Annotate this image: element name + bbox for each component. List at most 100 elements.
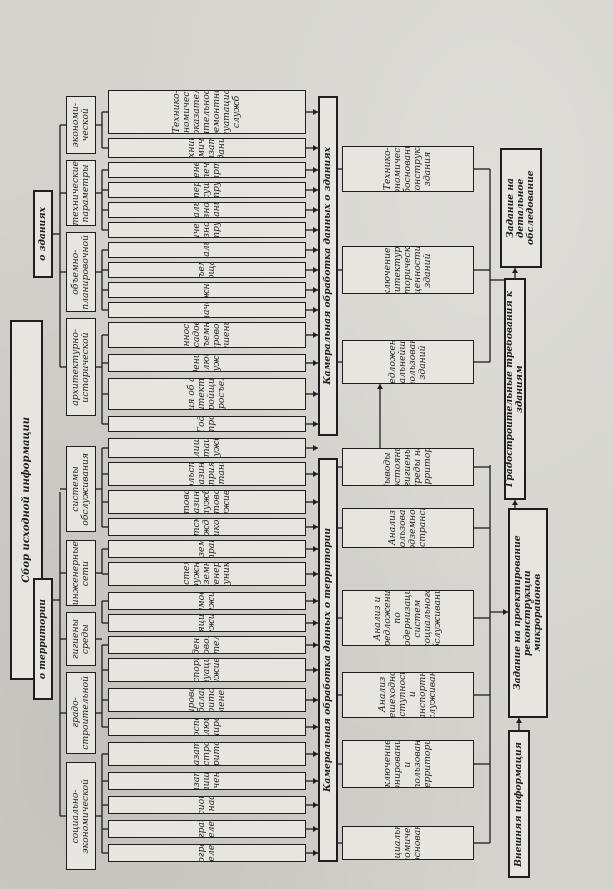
building-item: Ценность фасадов и объемно- планировочно…	[108, 322, 306, 348]
external-info-box: Внешняя информация	[508, 730, 530, 878]
design-task-label: Задание на проектирование реконструкции …	[512, 535, 543, 691]
building-item: Технико-экономические показатели деятель…	[108, 90, 306, 134]
territory-item-label: Сведения о новом строительстве	[191, 636, 222, 654]
territory-item: Показатели благоустройства территории	[108, 742, 306, 766]
territory-item: Детские учреждения и школы	[108, 518, 306, 536]
bar-territory: Камеральная обработка данных о территори…	[318, 458, 338, 862]
territory-item-label: Промтоварные магазины и служба бытового …	[181, 490, 232, 514]
territory-item: Подземное пространство	[108, 540, 306, 558]
territory-analysis: Анализ и предложения по модернизации сис…	[342, 590, 474, 646]
category-technical-parameters: технические параметры	[66, 160, 96, 226]
territory-item-label: Продовольственные магазины и предприятия…	[186, 462, 227, 486]
building-item: Год постройки	[108, 416, 306, 432]
territory-item: Миграция населения	[108, 820, 306, 838]
territory-analysis-label: Анализ использования подземного простран…	[387, 508, 428, 548]
territory-item-label: Демография населения	[196, 845, 217, 861]
territory-item: Показатели жилищной обеспеченности	[108, 772, 306, 790]
category-service-systems: системы обслуживания	[66, 446, 96, 532]
building-item: Этажность	[108, 282, 306, 298]
territory-item: Ретроспекция эволюции планировки	[108, 718, 306, 736]
territory-item-label: Системы наружных подземных инженерных ко…	[181, 562, 232, 586]
territory-item: Сведения о новом строительстве	[108, 636, 306, 654]
building-item: Моральный износ здания	[108, 202, 306, 218]
building-item: Объем и площадь	[108, 262, 306, 278]
detail-task-box: Задание на детальное обследование	[500, 148, 542, 268]
building-item-label: Объем и площадь	[196, 263, 217, 277]
territory-item: Профессиональный состав населения	[108, 796, 306, 814]
building-analysis-label: Технико-экономическое обоснование реконс…	[382, 146, 433, 192]
building-item-label: Инженерное обеспечение квартир	[191, 163, 222, 177]
territory-analysis-label: Выводы о состоянии гигиены среды на терр…	[382, 448, 433, 486]
territory-analysis-label: Социально-экономическое обоснование	[392, 826, 423, 860]
territory-item: Транспортная ситуация и обслуживание	[108, 658, 306, 682]
territory-item: Промтоварные магазины и служба бытового …	[108, 490, 306, 514]
territory-item-label: Транспортная ситуация и обслуживание	[191, 659, 222, 681]
territory-item: Продовольственные магазины и предприятия…	[108, 462, 306, 486]
category-volume-planning: объемно- планировочной	[66, 232, 96, 312]
bar-buildings-label: Камеральная обработка данных о зданиях	[322, 147, 333, 385]
category-engineering-networks: инженерные сети	[66, 540, 96, 606]
building-item: Физический износ конструкций	[108, 222, 306, 238]
group-territory: о территории	[33, 578, 53, 700]
territory-analysis-label: Заключение о зонировании и использовании…	[382, 740, 433, 788]
territory-item: Жилищно-эксплуатационные службы	[108, 438, 306, 458]
territory-item-label: Миграция населения	[196, 821, 217, 837]
building-item-label: Моральный износ здания	[191, 202, 222, 218]
category-socio-economic: социально- экономической	[66, 762, 96, 870]
territory-analysis: Выводы о состоянии гигиены среды на терр…	[342, 448, 474, 486]
territory-item-label: Инсоляционный режим	[196, 614, 217, 632]
territory-item-label: Подземное пространство	[196, 541, 217, 557]
group-territory-label: о территории	[37, 598, 48, 680]
root-label: Сбор исходной информации	[21, 417, 32, 583]
building-item-label: Год постройки	[196, 416, 217, 432]
building-item: Капитальность	[108, 242, 306, 258]
territory-item: Зонирование и баланс территории, озелене…	[108, 688, 306, 712]
category-label: инженерные сети	[70, 540, 91, 606]
category-label: архитектурно- исторической	[70, 328, 91, 406]
requirements-box: Градостроительные требования к зданиям	[504, 278, 526, 500]
territory-item-label: Ретроспекция эволюции планировки	[191, 719, 222, 735]
building-item-label: Сведения об авторе-архитекторе, застройщ…	[186, 379, 227, 409]
category-architectural-historic: архитектурно- исторической	[66, 318, 96, 416]
category-economic: экономи- ческой	[66, 96, 96, 154]
building-item: Сведения об эволюции сооружения	[108, 354, 306, 372]
category-label: системы обслуживания	[70, 452, 91, 526]
territory-analysis: Анализ пешеходной доступности и транспор…	[342, 672, 474, 718]
territory-item-label: Профессиональный состав населения	[196, 797, 217, 813]
building-item-label: Технико-экономические показатели зданий	[186, 138, 227, 158]
requirements-label: Градостроительные требования к зданиям	[504, 290, 525, 488]
territory-analysis-label: Анализ пешеходной доступности и транспор…	[377, 672, 438, 718]
territory-analysis: Заключение о зонировании и использовании…	[342, 740, 474, 788]
category-environment-hygiene: гигиены среды	[66, 612, 96, 666]
group-buildings-label: о зданиях	[37, 207, 48, 261]
territory-item: Шумовой режим	[108, 592, 306, 610]
building-item: Материал несущих конструкций	[108, 182, 306, 198]
territory-item-label: Жилищно-эксплуатационные службы	[191, 438, 222, 458]
category-label: экономи- ческой	[70, 102, 91, 148]
external-info-label: Внешняя информация	[513, 741, 524, 867]
bar-territory-label: Камеральная обработка данных о территори…	[322, 527, 333, 793]
territory-item: Системы наружных подземных инженерных ко…	[108, 562, 306, 586]
building-item-label: Материал несущих конструкций	[191, 183, 222, 197]
bar-buildings: Камеральная обработка данных о зданиях	[318, 96, 338, 436]
building-item-label: Капитальность	[201, 243, 212, 257]
building-item-label: Этажность	[201, 283, 212, 297]
building-item-label: Физический износ конструкций	[191, 222, 222, 238]
territory-item: Инсоляционный режим	[108, 614, 306, 632]
territory-item-label: Детские учреждения и школы	[191, 519, 222, 535]
territory-item-label: Показатели жилищной обеспеченности	[191, 773, 222, 789]
building-analysis: Технико-экономическое обоснование реконс…	[342, 146, 474, 192]
territory-item: Демография населения	[108, 844, 306, 862]
category-label: социально- экономической	[70, 778, 91, 854]
category-label: объемно- планировочной	[70, 234, 91, 310]
territory-analysis-label: Анализ и предложения по модернизации сис…	[372, 590, 443, 646]
building-item-label: Ценность фасадов и объемно- планировочно…	[181, 322, 232, 348]
building-item: Инженерное обеспечение квартир	[108, 162, 306, 178]
design-task-box: Задание на проектирование реконструкции …	[508, 508, 548, 718]
building-analysis: Предложение о дальнейшем использовании з…	[342, 340, 474, 384]
category-label: гигиены среды	[70, 618, 91, 660]
territory-analysis: Социально-экономическое обоснование	[342, 826, 474, 860]
building-item-label: Сведения об эволюции сооружения	[191, 355, 222, 371]
territory-item-label: Зонирование и баланс территории, озелене…	[186, 688, 227, 712]
